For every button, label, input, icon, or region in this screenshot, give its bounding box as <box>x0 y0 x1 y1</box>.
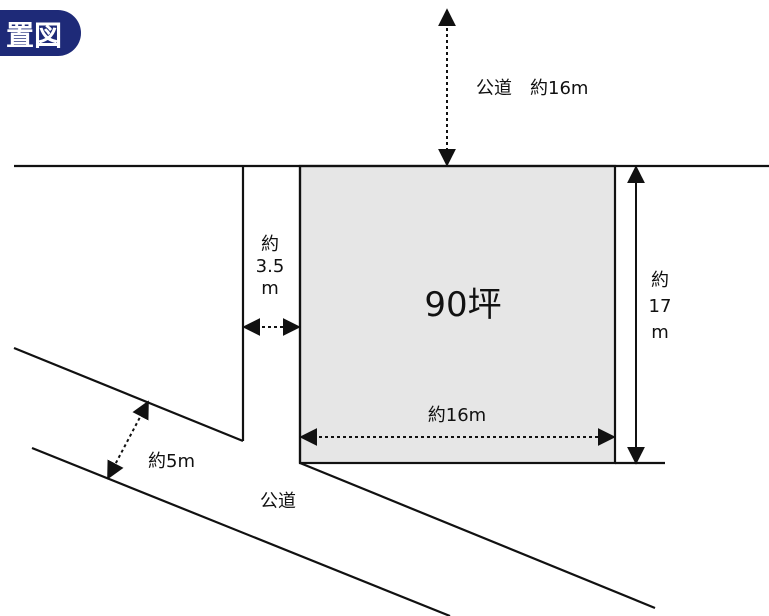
lot-area-label: 90坪 <box>424 285 501 325</box>
diagonal-road-upper-edge <box>13 346 244 443</box>
public-road-top-label: 公道 約16m <box>476 78 588 99</box>
lot-width-label: 約16m <box>428 405 486 426</box>
diagonal-road-lower-edge-left <box>31 446 451 616</box>
title-badge: 置図 <box>0 10 81 56</box>
diagonal-road-lower-edge-right <box>299 461 656 610</box>
diagonal-road-width-arrow <box>107 400 149 480</box>
alley-width-label-line3: m <box>261 278 279 299</box>
lot-rectangle <box>298 164 617 465</box>
dimension-arrows <box>107 8 645 480</box>
alley-width-label-line2: 3.5 <box>256 256 285 277</box>
title-badge-text: 置図 <box>6 19 62 52</box>
lot-depth-label-line1: 約 <box>651 270 669 291</box>
alley-width-label-line1: 約 <box>261 234 279 255</box>
lot-depth-label-line3: m <box>651 322 669 343</box>
lot-depth-label-line2: 17 <box>649 296 672 317</box>
public-road-bottom-label: 公道 <box>260 491 296 512</box>
diagonal-road-width-label: 約5m <box>148 451 195 472</box>
title-badge-background <box>0 10 81 56</box>
